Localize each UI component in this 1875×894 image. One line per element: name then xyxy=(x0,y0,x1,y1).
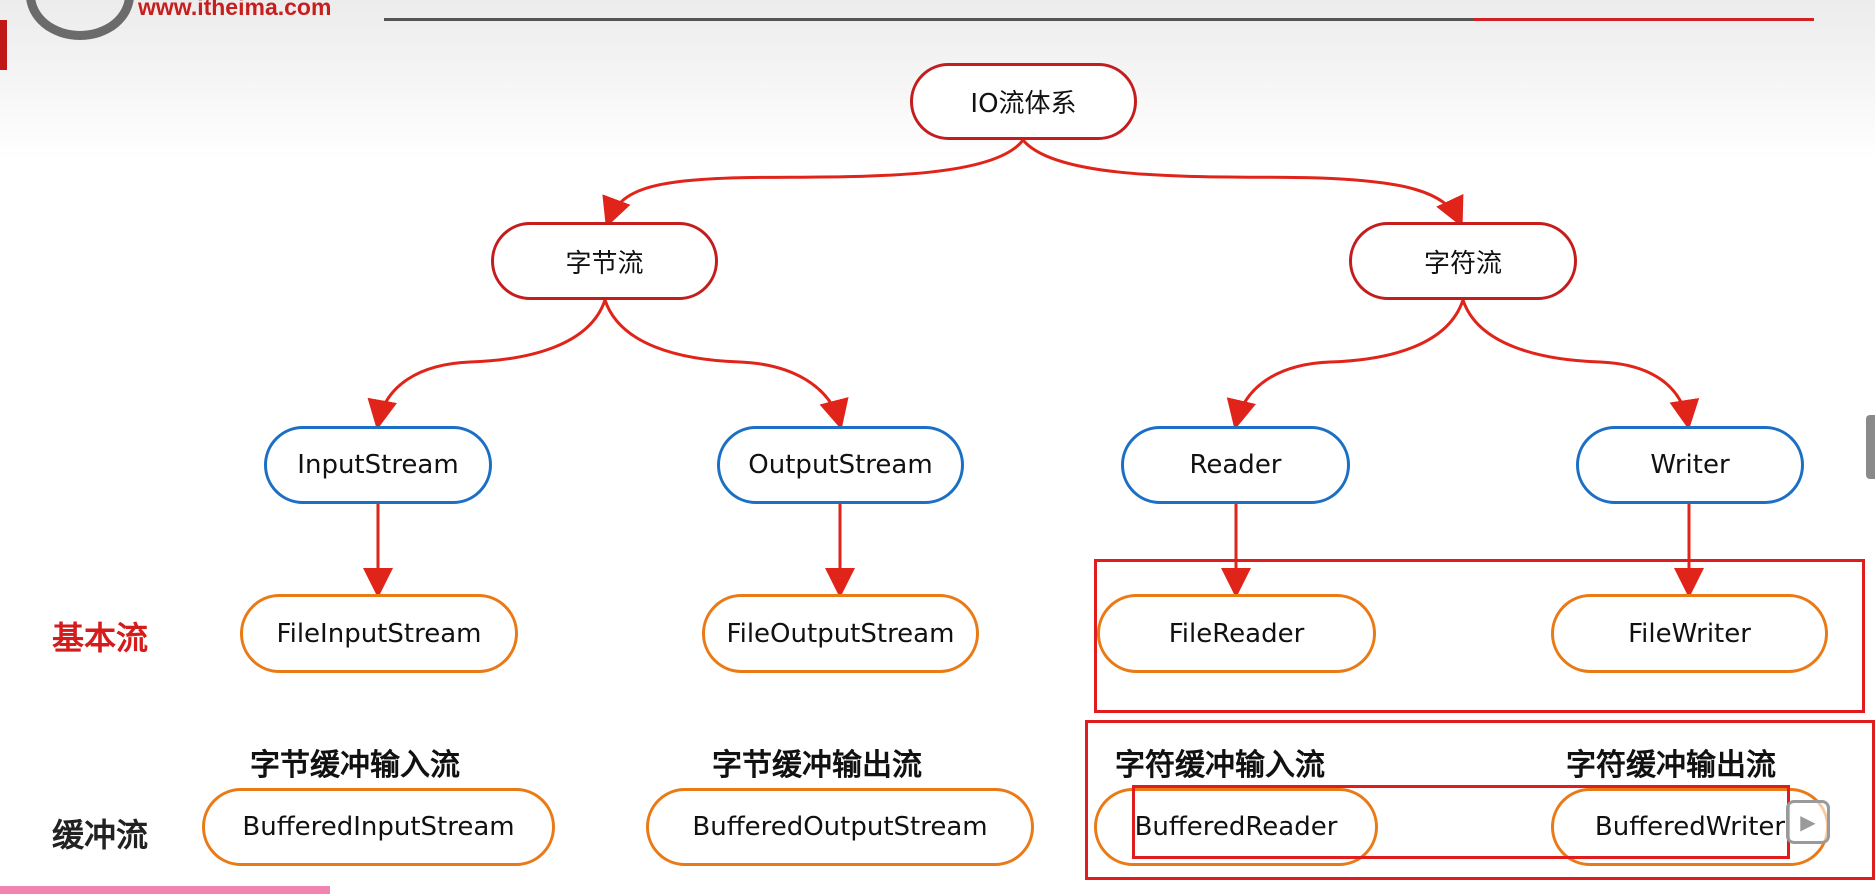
node-buffered-writer: BufferedWriter xyxy=(1551,788,1829,866)
node-writer: Writer xyxy=(1576,426,1804,504)
header-divider xyxy=(384,18,1474,21)
node-file-output-stream: FileOutputStream xyxy=(702,594,979,673)
node-buffered-input-stream: BufferedInputStream xyxy=(202,788,555,866)
edge-char-writer xyxy=(1461,299,1700,430)
edge-root-char xyxy=(1021,139,1464,228)
node-io-root: IO流体系 xyxy=(910,63,1137,140)
edge-root-byte xyxy=(602,139,1025,228)
node-output-stream: OutputStream xyxy=(717,426,964,504)
edge-char-reader xyxy=(1226,299,1465,430)
highlight-box-buffered-inner xyxy=(1132,785,1790,859)
node-input-stream: InputStream xyxy=(264,426,492,504)
edge-byte-output xyxy=(603,299,849,430)
scrollbar-handle[interactable] xyxy=(1866,415,1875,479)
header-divider-accent xyxy=(1474,18,1814,21)
play-icon[interactable]: ▶ xyxy=(1786,800,1830,844)
accent-block xyxy=(0,20,7,70)
row-label-basic: 基本流 xyxy=(52,619,149,657)
logo-url: www.itheima.com xyxy=(138,0,332,20)
node-buffered-output-stream: BufferedOutputStream xyxy=(646,788,1034,866)
label-byte-buffer-output: 字节缓冲输出流 xyxy=(712,748,922,783)
highlight-box-basic-char xyxy=(1094,559,1865,713)
node-file-reader: FileReader xyxy=(1097,594,1376,673)
node-buffered-reader: BufferedReader xyxy=(1094,788,1378,866)
node-file-writer: FileWriter xyxy=(1551,594,1828,673)
label-char-buffer-input: 字符缓冲输入流 xyxy=(1115,748,1325,783)
highlight-box-buffered-char xyxy=(1085,720,1875,880)
progress-bar xyxy=(0,886,330,894)
label-char-buffer-output: 字符缓冲输出流 xyxy=(1566,748,1776,783)
row-label-buffered: 缓冲流 xyxy=(52,816,149,854)
node-file-input-stream: FileInputStream xyxy=(240,594,518,673)
label-byte-buffer-input: 字节缓冲输入流 xyxy=(250,748,460,783)
edge-byte-input xyxy=(367,299,607,430)
node-reader: Reader xyxy=(1121,426,1350,504)
node-byte-stream: 字节流 xyxy=(491,222,718,300)
node-char-stream: 字符流 xyxy=(1349,222,1577,300)
